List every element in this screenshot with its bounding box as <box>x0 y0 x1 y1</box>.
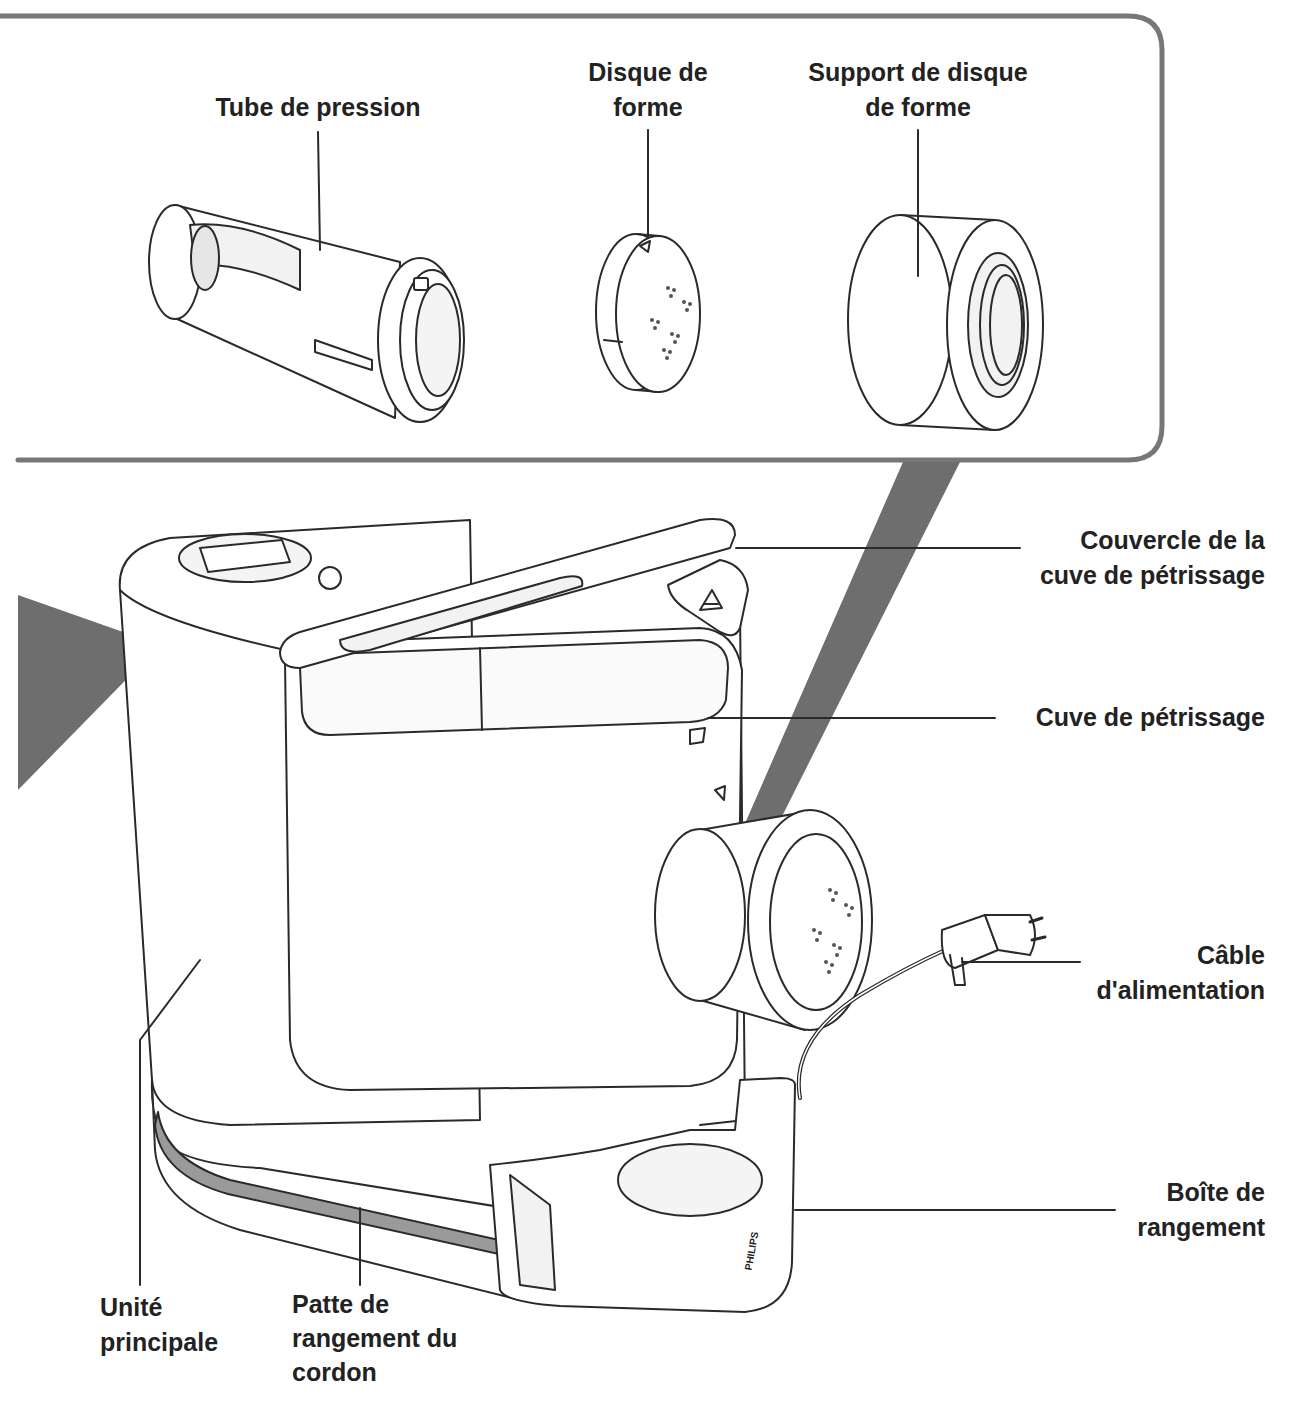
part-label: Câble d'alimentation <box>1085 938 1265 1008</box>
part-label: Disque de forme <box>573 55 723 125</box>
pressure-tube <box>149 205 464 422</box>
lid <box>280 519 748 668</box>
shaping-disc <box>596 234 700 392</box>
part-label: Tube de pression <box>203 90 433 125</box>
main-unit <box>120 520 745 1125</box>
part-label: Boîte de rangement <box>1125 1175 1265 1245</box>
part-label: Couvercle de la cuve de pétrissage <box>1030 523 1265 593</box>
disc-holder-mounted <box>655 810 872 1030</box>
inset-panel <box>0 16 1162 460</box>
power-cable <box>799 915 1045 1098</box>
part-label: Support de disque de forme <box>793 55 1043 125</box>
leader-lines <box>140 130 1115 1285</box>
part-label: Patte de rangement du cordon <box>292 1287 472 1389</box>
base-tray <box>152 1078 795 1312</box>
disc-holder <box>848 215 1043 430</box>
part-label: Unité principale <box>100 1290 230 1360</box>
part-label: Cuve de pétrissage <box>1005 700 1265 735</box>
